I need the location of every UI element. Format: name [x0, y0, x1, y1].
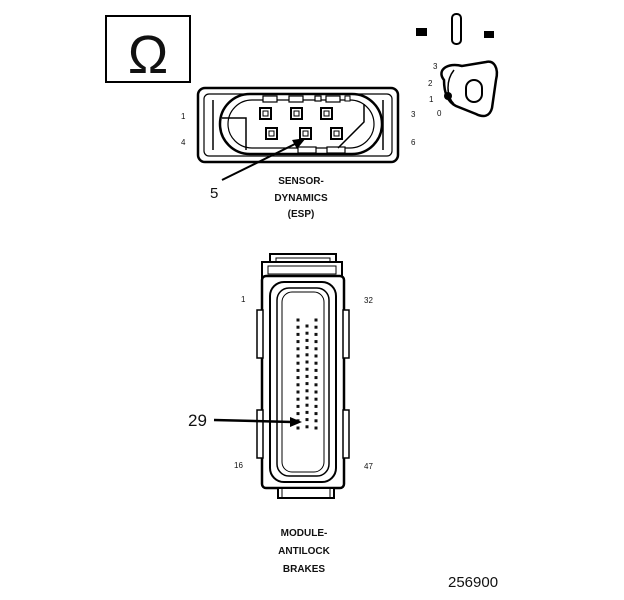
- abs-pin: [314, 419, 318, 423]
- sensor-title-line-3: (ESP): [288, 209, 315, 220]
- abs-pin: [296, 404, 300, 408]
- ignition-position-3: 3: [433, 62, 438, 71]
- abs-pin: [305, 374, 309, 378]
- ignition-off-marker: [416, 28, 427, 36]
- abs-pin: [314, 383, 318, 387]
- ignition-position-2: 2: [428, 79, 433, 88]
- abs-pin: [296, 340, 300, 344]
- abs-pin: [314, 404, 318, 408]
- abs-pin: [314, 412, 318, 416]
- abs-pin-label-16: 16: [234, 461, 243, 470]
- ignition-on-marker: [484, 31, 494, 38]
- sensor-title-line-1: SENSOR-: [278, 176, 324, 187]
- abs-pin: [296, 376, 300, 380]
- abs-pin: [296, 332, 300, 336]
- key-hole: [465, 79, 483, 103]
- sensor-terminal: [320, 107, 333, 120]
- abs-pin: [296, 397, 300, 401]
- abs-pin: [305, 324, 309, 328]
- abs-pin: [314, 397, 318, 401]
- sensor-connector: [196, 86, 400, 164]
- abs-pin: [314, 376, 318, 380]
- abs-pin-label-32: 32: [364, 296, 373, 305]
- abs-pin: [305, 338, 309, 342]
- sensor-terminal: [299, 127, 312, 140]
- abs-connector: [256, 253, 350, 499]
- abs-pin: [305, 410, 309, 414]
- abs-pin: [296, 383, 300, 387]
- sensor-terminal: [259, 107, 272, 120]
- key-slot: [451, 13, 462, 45]
- abs-pin-label-47: 47: [364, 462, 373, 471]
- abs-pin: [314, 354, 318, 358]
- abs-pin: [305, 353, 309, 357]
- abs-pin-grid: [296, 318, 318, 430]
- abs-pin: [305, 403, 309, 407]
- abs-title-line-2: ANTILOCK: [278, 546, 330, 557]
- abs-callout-label: 29: [188, 411, 207, 430]
- sensor-callout-arrow: [221, 138, 306, 181]
- sensor-pin-label-3: 3: [411, 110, 416, 119]
- abs-pin: [296, 426, 300, 430]
- abs-pin: [296, 412, 300, 416]
- abs-pin: [296, 361, 300, 365]
- abs-pin: [296, 390, 300, 394]
- abs-pin: [314, 426, 318, 430]
- sensor-callout-label: 5: [210, 185, 218, 202]
- abs-pin: [314, 340, 318, 344]
- abs-pin: [296, 368, 300, 372]
- sensor-terminal: [330, 127, 343, 140]
- omega-glyph: Ω: [128, 25, 168, 85]
- abs-title-line-1: MODULE-: [281, 528, 328, 539]
- abs-pin: [296, 347, 300, 351]
- abs-pin: [314, 390, 318, 394]
- sensor-terminal: [290, 107, 303, 120]
- abs-pin: [314, 318, 318, 322]
- abs-pin: [296, 325, 300, 329]
- abs-pin: [305, 360, 309, 364]
- abs-callout-arrow: [213, 417, 302, 427]
- abs-pin: [305, 396, 309, 400]
- ignition-position-1: 1: [429, 95, 434, 104]
- abs-pin: [314, 332, 318, 336]
- abs-pin: [296, 318, 300, 322]
- figure-number: 256900: [448, 574, 498, 591]
- abs-pin: [314, 368, 318, 372]
- sensor-terminal: [265, 127, 278, 140]
- sensor-title-line-2: DYNAMICS: [274, 193, 328, 204]
- ignition-key-icon: 3 2 1 0: [416, 13, 499, 118]
- abs-pin: [296, 354, 300, 358]
- abs-pin: [305, 346, 309, 350]
- abs-pin: [314, 325, 318, 329]
- abs-pin: [305, 389, 309, 393]
- ohm-symbol-icon: Ω: [105, 15, 191, 85]
- ignition-position-0: 0: [437, 109, 442, 118]
- abs-pin: [305, 367, 309, 371]
- abs-pin: [305, 418, 309, 422]
- abs-title-line-3: BRAKES: [283, 564, 326, 575]
- sensor-pin-label-6: 6: [411, 138, 416, 147]
- abs-pin: [314, 361, 318, 365]
- abs-pin: [305, 382, 309, 386]
- abs-pin: [305, 425, 309, 429]
- abs-pin: [314, 347, 318, 351]
- sensor-pin-label-1: 1: [181, 112, 186, 121]
- abs-pin: [305, 331, 309, 335]
- sensor-pin-label-4: 4: [181, 138, 186, 147]
- abs-pin-label-1: 1: [241, 295, 246, 304]
